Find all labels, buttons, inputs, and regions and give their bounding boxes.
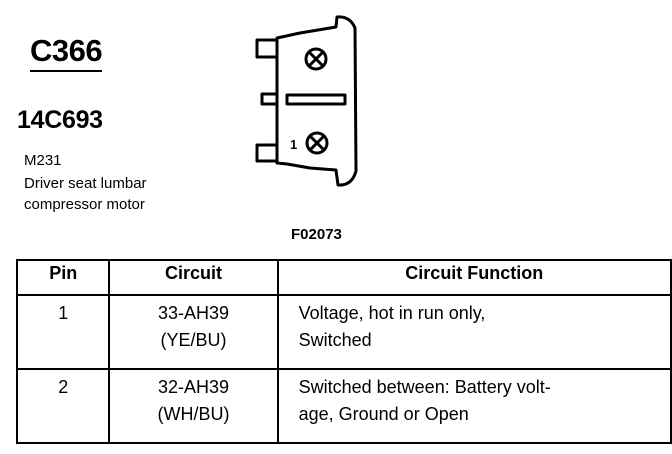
pin-number-label: 1 bbox=[290, 137, 297, 152]
table-row: 2 32-AH39 (WH/BU) Switched between: Batt… bbox=[15, 368, 672, 444]
locking-tab-middle bbox=[260, 92, 279, 106]
pin-cell: 2 bbox=[15, 368, 111, 444]
connector-id: C366 bbox=[30, 34, 103, 72]
terminal-x-icon bbox=[304, 47, 328, 71]
connector-face-diagram: 1 bbox=[255, 15, 358, 187]
function-cell: Voltage, hot in run only, Switched bbox=[276, 294, 672, 370]
locking-tab-top bbox=[255, 38, 279, 59]
pin-cell: 1 bbox=[15, 294, 111, 370]
header-circuit: Circuit bbox=[108, 259, 279, 296]
component-description-line: Driver seat lumbar bbox=[24, 175, 147, 192]
function-cell: Switched between: Battery volt- age, Gro… bbox=[276, 368, 672, 444]
part-number: 14C693 bbox=[17, 106, 103, 134]
table-row: 1 33-AH39 (YE/BU) Voltage, hot in run on… bbox=[15, 294, 672, 370]
function-line: Voltage, hot in run only, bbox=[298, 303, 486, 323]
pinout-table: Pin Circuit Circuit Function 1 33-AH39 (… bbox=[15, 259, 672, 444]
component-description-line: compressor motor bbox=[24, 196, 145, 213]
component-code: M231 bbox=[24, 152, 62, 169]
function-line: age, Ground or Open bbox=[298, 404, 469, 424]
circuit-number: 32-AH39 bbox=[158, 377, 230, 397]
header-pin: Pin bbox=[15, 259, 111, 296]
header-circuit-function: Circuit Function bbox=[276, 259, 672, 296]
function-line: Switched between: Battery volt- bbox=[298, 377, 551, 397]
locking-tab-bottom bbox=[255, 143, 279, 163]
figure-id: F02073 bbox=[291, 226, 342, 243]
table-header-row: Pin Circuit Circuit Function bbox=[15, 259, 672, 296]
function-line: Switched bbox=[298, 330, 372, 350]
circuit-cell: 32-AH39 (WH/BU) bbox=[108, 368, 279, 444]
wire-color: (WH/BU) bbox=[157, 404, 230, 424]
circuit-cell: 33-AH39 (YE/BU) bbox=[108, 294, 279, 370]
terminal-x-icon bbox=[305, 131, 329, 155]
keying-slot bbox=[285, 93, 347, 106]
wire-color: (YE/BU) bbox=[160, 330, 227, 350]
circuit-number: 33-AH39 bbox=[158, 303, 230, 323]
